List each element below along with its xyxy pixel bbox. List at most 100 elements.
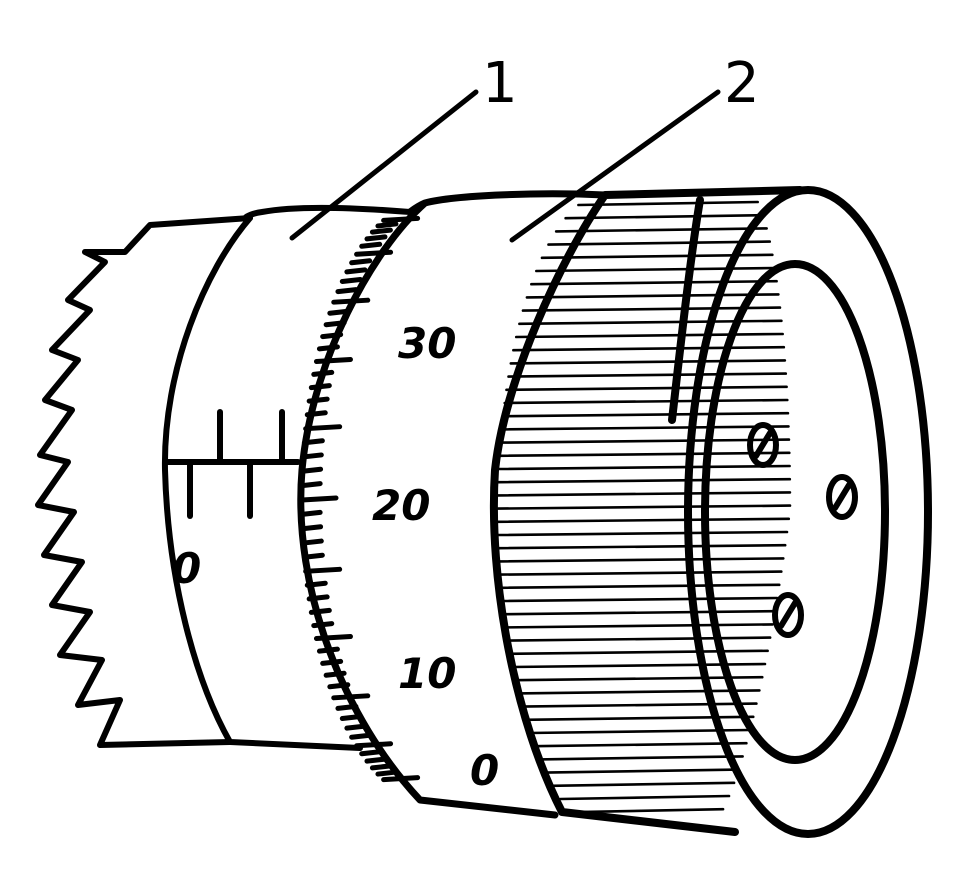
thimble-tick — [301, 552, 325, 560]
thimble-tick — [369, 763, 393, 771]
knurl-line — [500, 425, 790, 431]
knurl-line — [505, 385, 788, 392]
thimble-tick — [369, 227, 393, 235]
knurl-line — [514, 332, 784, 339]
thimble-tick — [313, 634, 353, 642]
thimble-label-10: 10 — [398, 649, 456, 698]
sleeve — [161, 204, 413, 751]
knurl-line — [535, 266, 776, 273]
knurl-line — [564, 213, 765, 220]
thimble-tick — [344, 267, 368, 275]
thimble-tick — [311, 369, 335, 377]
thimble-tick — [320, 332, 344, 340]
thimble-tick — [304, 580, 328, 588]
end-cap-outer — [684, 186, 932, 838]
knurl-line — [559, 794, 731, 801]
knurl-line — [498, 557, 785, 563]
thimble-scale-ticks — [299, 215, 421, 783]
knurl-line — [550, 781, 736, 788]
thimble-tick — [316, 344, 340, 352]
knurl-line — [525, 293, 780, 299]
knurl-line — [498, 570, 783, 576]
thimble-tick — [299, 495, 339, 503]
thimble-tick — [311, 621, 335, 629]
thimble-tick — [349, 258, 373, 266]
knurl-line — [502, 609, 777, 616]
screw-icon — [747, 422, 779, 468]
knurl-line — [503, 398, 789, 405]
knurl-line — [513, 675, 764, 682]
thimble-tick — [303, 424, 343, 432]
knurl-line — [496, 504, 792, 510]
callout-label-1: 1 — [482, 51, 518, 116]
knurl-line — [499, 438, 791, 444]
knurl-line — [512, 345, 786, 352]
knurl-line — [504, 623, 774, 629]
thimble-tick — [300, 452, 324, 460]
thimble-tick — [381, 215, 421, 223]
knurl-line — [569, 807, 725, 814]
thimble-tick — [323, 670, 347, 678]
knurl-line — [518, 319, 783, 326]
thimble-tick — [299, 481, 323, 489]
thimble-tick — [339, 276, 363, 284]
knurl-line — [499, 583, 781, 590]
knurl-line — [498, 451, 791, 458]
thimble-tick — [313, 356, 353, 364]
knurl-line — [508, 649, 769, 656]
knurl-line — [497, 464, 791, 471]
thimble-tick — [308, 607, 332, 615]
knurl-line — [496, 517, 791, 524]
knurl-line — [509, 359, 787, 365]
sleeve-zero-label: 0 — [172, 544, 201, 593]
screw-icon — [826, 474, 858, 520]
thimble-tick — [344, 723, 368, 731]
thimble-tick — [349, 732, 373, 740]
thimble-body — [297, 190, 609, 819]
thimble-tick — [301, 438, 325, 446]
thimble-tick — [299, 509, 323, 517]
thimble-tick — [303, 566, 343, 574]
thimble-tick — [381, 775, 421, 783]
screw-heads — [747, 422, 858, 638]
thimble-tick — [375, 221, 399, 229]
thimble-tick — [327, 682, 351, 690]
thimble-tick — [300, 524, 324, 532]
thimble-tick — [331, 297, 371, 305]
thimble-tick — [339, 714, 363, 722]
knurl-line — [547, 240, 772, 246]
thimble-tick — [308, 383, 332, 391]
frame-body — [35, 215, 253, 748]
knurl-line — [554, 227, 768, 233]
knurl-line — [521, 306, 782, 312]
thimble-label-30: 30 — [398, 319, 456, 368]
callout-leader-1 — [289, 89, 479, 241]
knurl-line — [516, 689, 761, 695]
end-cap-inner — [701, 260, 889, 764]
knurl-line — [527, 728, 752, 735]
thimble-tick — [304, 410, 328, 418]
thimble-tick — [306, 594, 330, 602]
knurl-line — [501, 596, 779, 603]
thimble-scale-labels: 30 20 10 0 — [372, 319, 499, 795]
thimble-tick — [354, 741, 394, 749]
thimble-label-0: 0 — [470, 746, 499, 795]
thimble-label-20: 20 — [372, 481, 430, 530]
thimble-tick — [323, 320, 347, 328]
knurl-line — [506, 636, 772, 642]
knurl-line — [537, 755, 744, 761]
thimble-tick — [316, 646, 340, 654]
sleeve-scale: 0 — [162, 409, 301, 593]
thimble-tick — [335, 287, 359, 295]
knurl-ring-outline — [489, 186, 804, 836]
thimble-tick — [300, 466, 324, 474]
thimble-tick — [359, 241, 383, 249]
callout-label-2: 2 — [724, 51, 760, 116]
thimble-tick — [364, 756, 388, 764]
knurl-line — [497, 543, 787, 550]
thimble-tick — [335, 703, 359, 711]
thimble-tick — [327, 308, 351, 316]
screw-icon — [772, 592, 804, 638]
knurl-line — [496, 530, 789, 537]
